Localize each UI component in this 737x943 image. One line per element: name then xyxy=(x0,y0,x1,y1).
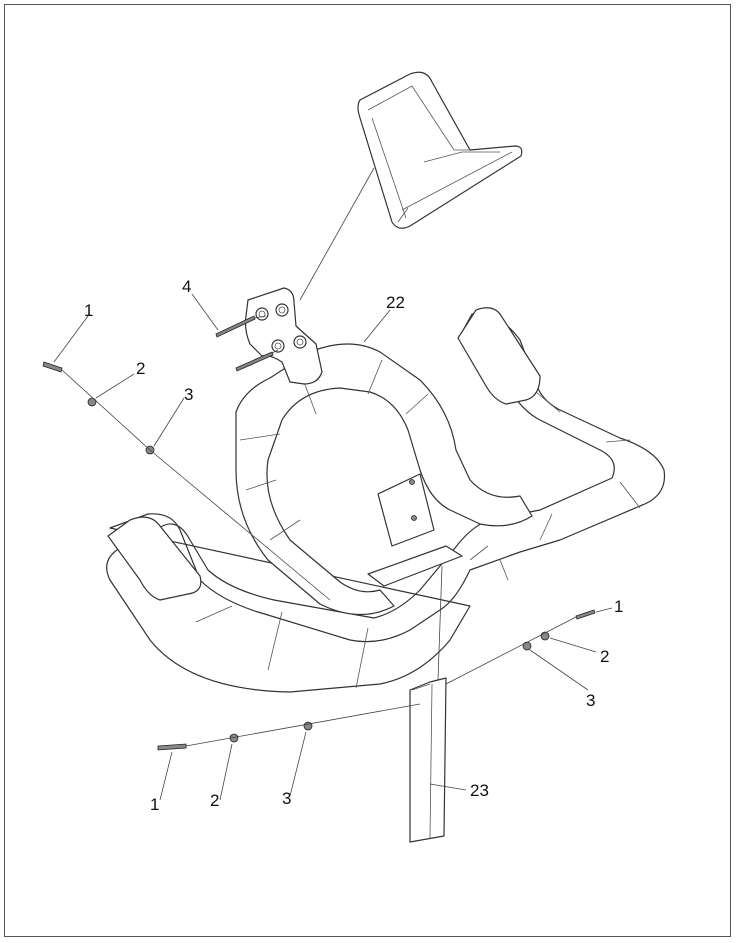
label-washer-bottom: 2 xyxy=(210,791,219,810)
label-bolt-top: 1 xyxy=(84,301,93,320)
handlebar-bracket-plate xyxy=(244,287,323,385)
label-screw-bracket: 4 xyxy=(182,277,191,296)
stem-post xyxy=(409,677,447,843)
label-bolt-right: 1 xyxy=(614,597,623,616)
label-nut-right: 3 xyxy=(586,691,595,710)
label-washer-right: 2 xyxy=(600,647,609,666)
label-stem-post: 23 xyxy=(470,781,489,800)
label-bolt-bottom: 1 xyxy=(150,795,159,814)
assembly-leader-lines xyxy=(61,167,577,747)
label-washer-top: 2 xyxy=(136,359,145,378)
handlebar-assembly xyxy=(106,307,666,693)
diagram-frame xyxy=(4,4,731,937)
computer-holder-tray xyxy=(357,71,523,229)
bracket-screws xyxy=(215,315,274,372)
label-handlebar: 22 xyxy=(386,293,405,312)
hardware-set-right xyxy=(522,609,596,651)
hardware-set-bottom xyxy=(157,721,313,751)
callout-lines xyxy=(53,293,613,801)
label-nut-top: 3 xyxy=(184,385,193,404)
label-nut-bottom: 3 xyxy=(282,789,291,808)
